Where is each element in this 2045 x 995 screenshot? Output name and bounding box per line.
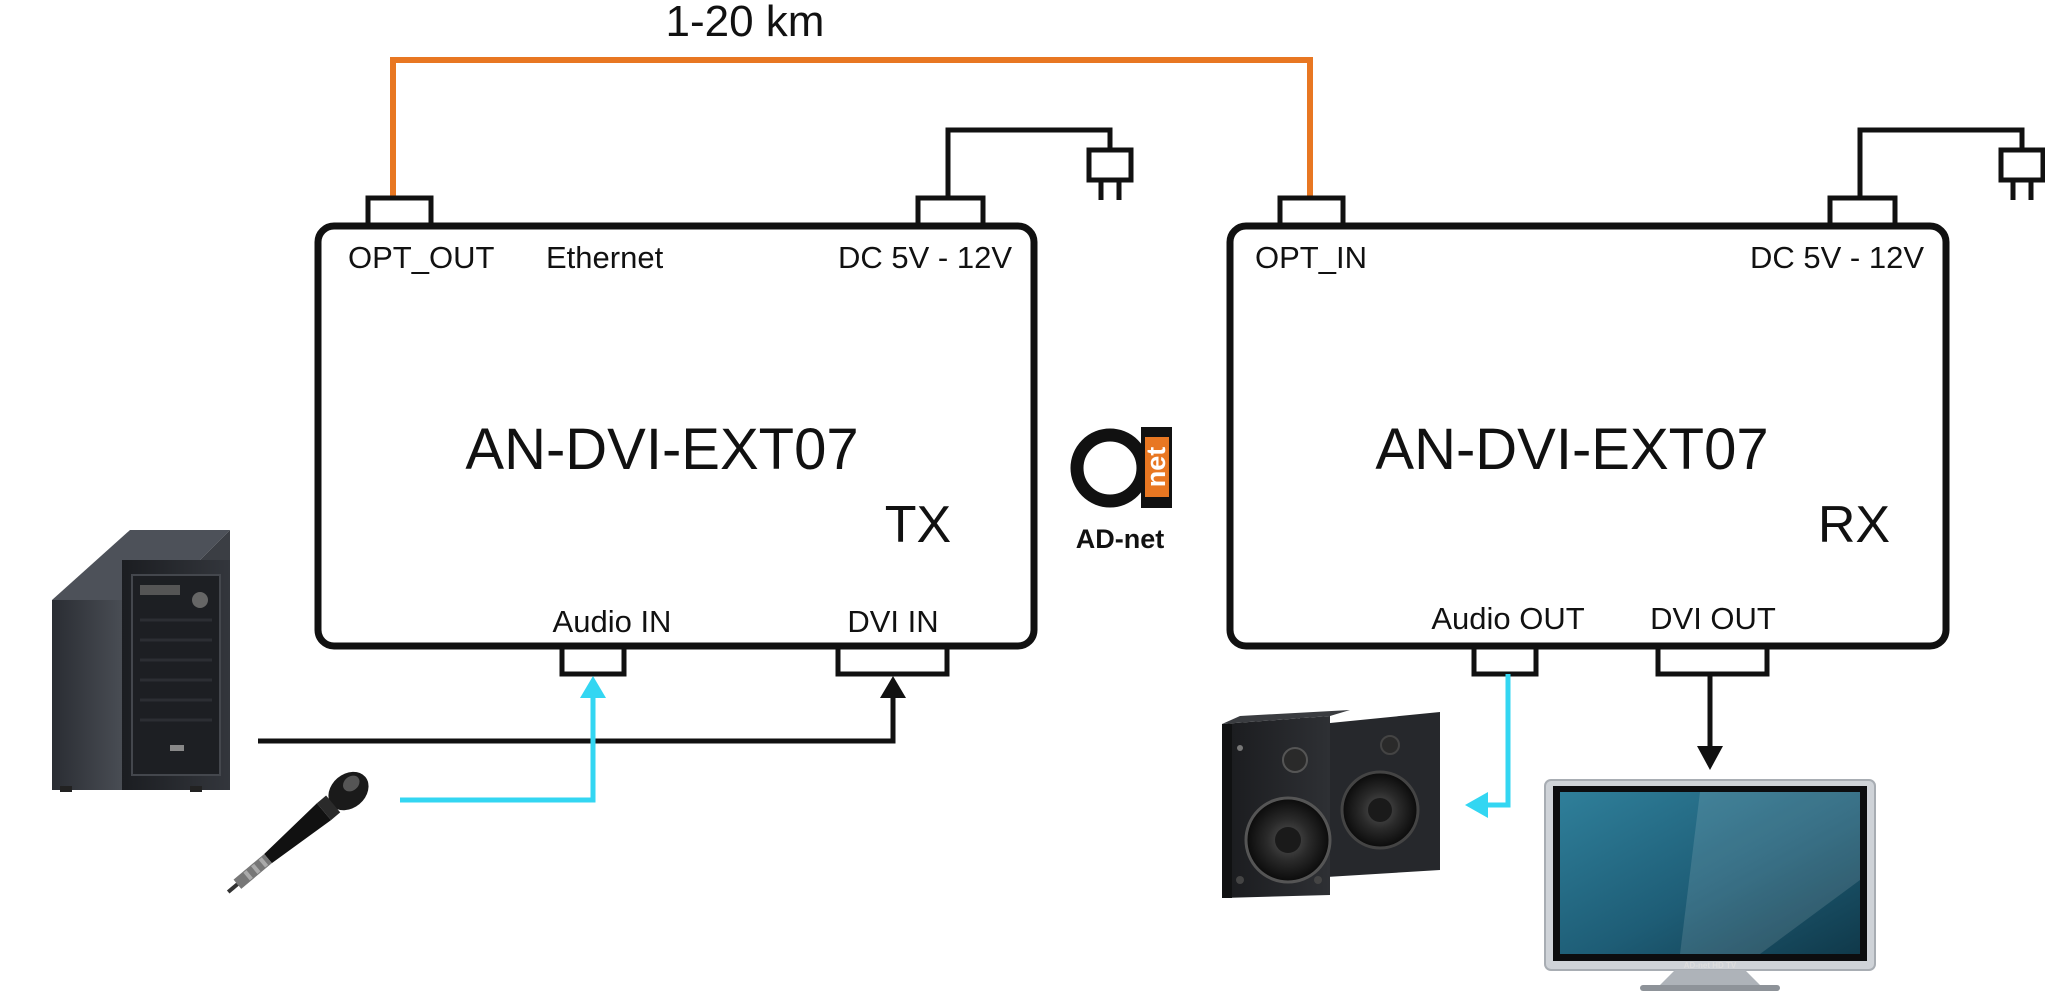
logo-circle [1070,428,1150,508]
tv-brand-label: AD-net HD TV [1684,961,1737,970]
rx-port-label-dc: DC 5V - 12V [1750,240,1924,275]
audio-output-arrow [1465,792,1488,818]
rx-audio-out-port [1471,643,1539,677]
rx-port-label-dvi-out: DVI OUT [1650,601,1776,636]
rx-power-cable [1857,127,2045,200]
speakers-icon [1222,710,1440,898]
tx-role-label: TX [885,496,951,554]
tx-power-cable [945,127,1134,200]
tx-unit: OPT_OUT Ethernet DC 5V - 12V AN-DVI-EXT0… [314,195,1038,677]
rx-port-label-opt-in: OPT_IN [1255,240,1367,275]
tx-model-label: AN-DVI-EXT07 [465,417,858,482]
audio-output-line [1485,674,1511,808]
tx-port-label-ethernet: Ethernet [546,240,664,275]
rx-unit: OPT_IN DC 5V - 12V AN-DVI-EXT07 RX Audio… [1226,195,1950,677]
tx-box [314,222,1038,650]
fiber-link [390,57,1313,200]
tx-port-label-dc: DC 5V - 12V [838,240,1012,275]
rx-opt-in-port [1277,195,1346,229]
power-plug-icon [1998,147,2045,200]
rx-role-label: RX [1818,496,1890,554]
dvi-input-arrow [880,676,906,698]
microphone-icon [226,771,369,894]
rx-dvi-out-port [1655,643,1770,677]
tx-opt-out-port [365,195,434,229]
monitor-icon: AD-net HD TV [1544,779,1876,991]
logo-accent [1145,437,1169,497]
ad-net-logo: net AD-net [1070,427,1172,554]
distance-label: 1-20 km [666,0,825,46]
rx-dc-port [1827,195,1898,229]
rx-model-label: AN-DVI-EXT07 [1375,417,1768,482]
dvi-input-line [258,695,896,744]
tx-audio-in-port [559,643,627,677]
dvi-output-arrow [1697,746,1723,770]
tx-port-label-opt-out: OPT_OUT [348,240,494,275]
tx-port-label-dvi-in: DVI IN [847,604,938,639]
logo-mark-text: net [1141,447,1171,488]
pc-tower-icon [52,530,230,792]
tx-dc-port [915,195,986,229]
power-plug-icon [1086,147,1134,200]
tx-port-label-audio-in: Audio IN [553,604,672,639]
tx-dvi-in-port [835,643,950,677]
rx-box [1226,222,1950,650]
audio-input-line [400,695,596,803]
rx-port-label-audio-out: Audio OUT [1431,601,1584,636]
logo-brand-text: AD-net [1076,524,1165,554]
audio-input-arrow [580,676,606,698]
